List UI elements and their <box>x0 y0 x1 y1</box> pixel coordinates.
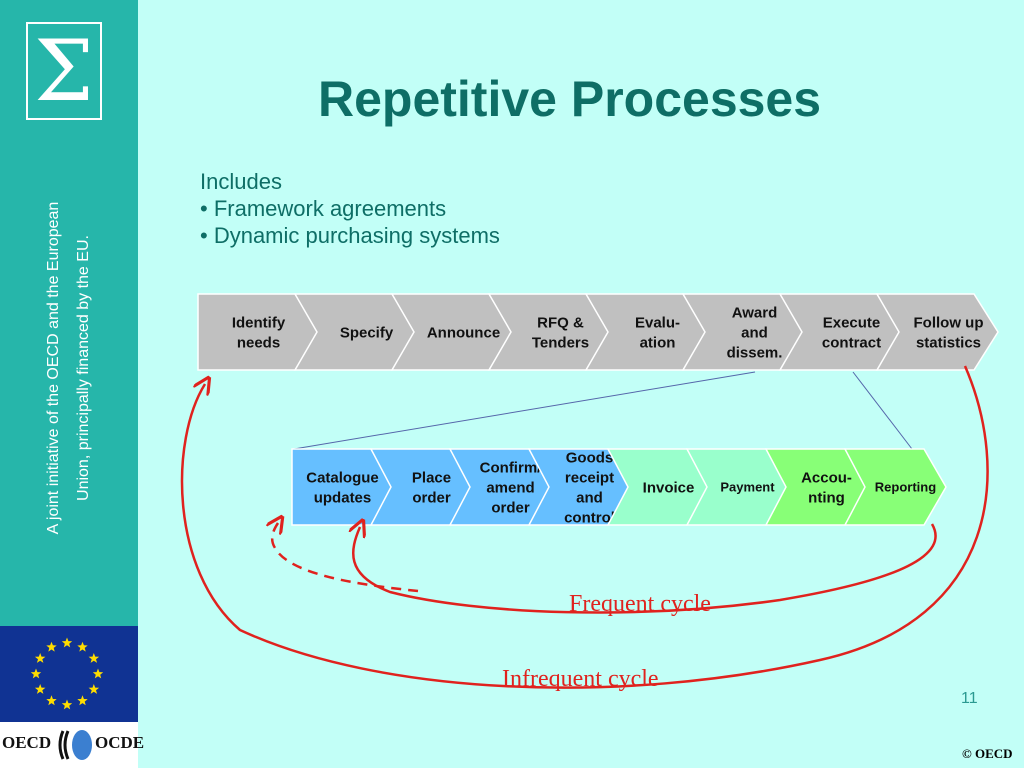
infrequent-cycle-arrow <box>180 365 989 689</box>
execution-step-label-line: Invoice <box>643 479 695 496</box>
sidebar: Σ A joint initiative of the OECD and the… <box>0 0 138 626</box>
zoom-line-left <box>293 371 756 450</box>
procurement-process-row: Identify needs Specify Announce RFQ & Tenders… <box>197 293 999 371</box>
eu-star-icon <box>46 641 57 652</box>
process-step-label-line: Award <box>732 304 778 321</box>
execution-step-label-line: Reporting <box>875 480 936 495</box>
catalogue-cycle-arrow <box>272 523 419 593</box>
execution-step-label: Catalogue updates <box>306 469 379 506</box>
execution-step-label-line: nting <box>808 489 845 506</box>
eu-star-icon <box>77 695 88 706</box>
eu-star-icon <box>88 653 100 663</box>
execution-step-label-line: Payment <box>720 480 775 495</box>
process-step-label-line: statistics <box>916 334 981 351</box>
eu-star-icon <box>30 668 42 679</box>
process-step-label-line: Announce <box>427 324 500 341</box>
infrequent-cycle-label: Infrequent cycle <box>502 666 659 692</box>
execution-step-label-line: Place <box>412 469 451 486</box>
eu-star-icon <box>34 653 46 663</box>
execution-process-row: Catalogue updates Place order Confirm/amend o… <box>291 448 947 526</box>
eu-star-icon <box>61 637 73 648</box>
execution-step-chevron <box>843 448 947 526</box>
eu-star-icon <box>88 684 100 694</box>
execution-step-label: Invoice <box>643 479 695 496</box>
execution-step-label-line: Catalogue <box>306 469 379 486</box>
execution-step-label: Confirm/amend order <box>480 459 542 516</box>
process-step-label: RFQ & Tenders <box>532 314 589 351</box>
execution-step-label-line: order <box>491 499 530 516</box>
sigma-logo-icon: Σ <box>26 22 102 120</box>
copyright: © OECD <box>962 746 1013 761</box>
process-step-chevron <box>875 293 999 371</box>
process-step-label-line: Identify <box>232 314 286 331</box>
process-step-label: Award and dissem. <box>727 304 783 361</box>
eu-flag-icon <box>0 626 138 722</box>
process-step-label-line: Tenders <box>532 334 589 351</box>
slide-number: 11 <box>961 690 978 707</box>
process-step-label-line: Follow up <box>914 314 984 331</box>
process-step-label-line: Execute <box>823 314 881 331</box>
process-step-label: Execute contract <box>822 314 881 351</box>
execution-step-label: Payment <box>720 480 775 495</box>
includes-item-framework: • Framework agreements <box>200 196 447 221</box>
process-step-label: Evalu-ation <box>635 314 680 351</box>
process-step-label: Specify <box>340 324 394 341</box>
process-step-label-line: RFQ & <box>537 314 584 331</box>
execution-step-label-line: order <box>412 489 451 506</box>
eu-star-icon <box>61 699 73 710</box>
includes-item-dps: • Dynamic purchasing systems <box>200 223 500 248</box>
page-title: Repetitive Processes <box>318 71 822 127</box>
process-step-label-line: contract <box>822 334 881 351</box>
execution-step-label: Place order <box>412 469 451 506</box>
frequent-cycle-arrow <box>353 524 937 614</box>
process-step-label-line: Evalu- <box>635 314 680 331</box>
oecd-logo-text: OECD <box>2 733 52 752</box>
eu-star-icon <box>77 641 88 652</box>
execution-step-label-line: receipt <box>565 469 614 486</box>
includes-heading: Includes <box>200 169 282 194</box>
execution-step-label-line: control <box>564 509 615 526</box>
process-step-label: Follow up statistics <box>914 314 984 351</box>
oecd-emblem-icon <box>58 730 92 760</box>
process-step-label: Announce <box>427 324 500 341</box>
execution-step-label-line: updates <box>314 489 372 506</box>
frequent-cycle-label: Frequent cycle <box>569 591 711 617</box>
oecd-logo: OECD OCDE <box>0 722 144 768</box>
execution-step-label-line: Accou- <box>801 469 852 486</box>
execution-step-label-line: Confirm/ <box>480 459 542 476</box>
execution-step-label: Reporting <box>875 480 936 495</box>
process-step-label: Identify needs <box>232 314 286 351</box>
execution-step-label: Accou-nting <box>801 469 852 506</box>
eu-star-icon <box>46 695 57 706</box>
process-step-label-line: dissem. <box>727 344 783 361</box>
eu-star-icon <box>92 668 104 679</box>
includes-list: Includes • Framework agreements • Dynami… <box>200 168 500 249</box>
execution-step-label-line: Goods <box>566 449 614 466</box>
execution-step-label: Goods receipt and control <box>564 449 615 526</box>
ocde-logo-text: OCDE <box>95 733 145 752</box>
process-step-label-line: needs <box>237 334 280 351</box>
process-step-label-line: ation <box>640 334 676 351</box>
zoom-line-right <box>852 371 913 450</box>
execution-step-label-line: and <box>576 489 603 506</box>
execution-step-label-line: amend <box>486 479 534 496</box>
eu-star-icon <box>34 684 46 694</box>
process-step-label-line: Specify <box>340 324 394 341</box>
process-step-label-line: and <box>741 324 768 341</box>
